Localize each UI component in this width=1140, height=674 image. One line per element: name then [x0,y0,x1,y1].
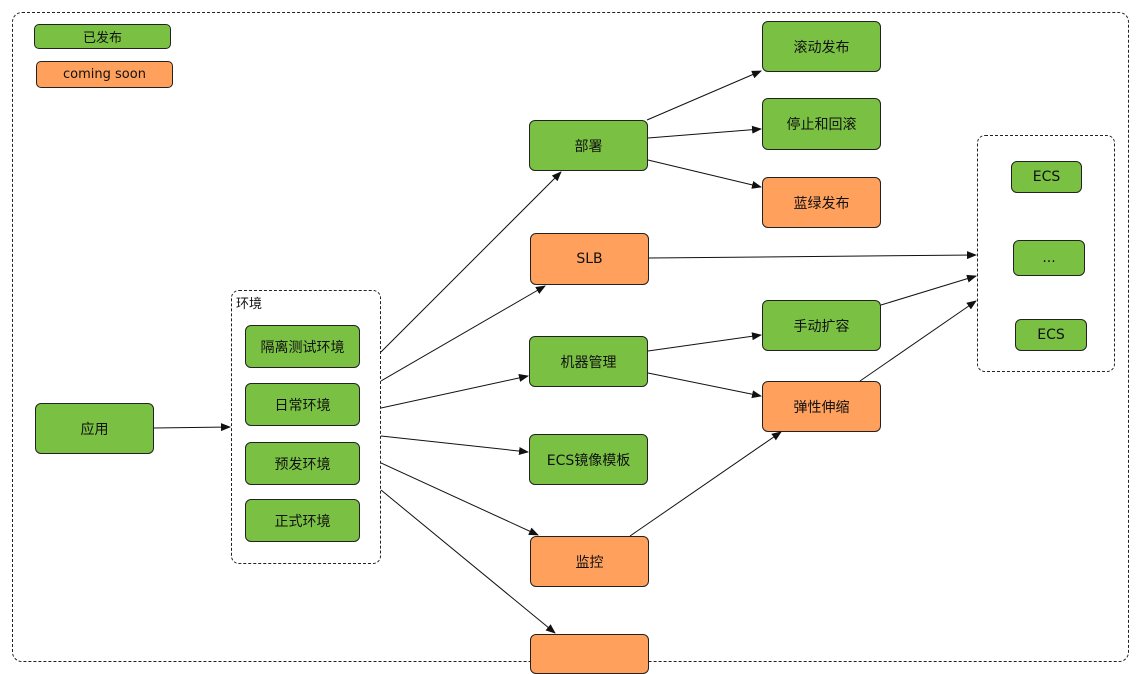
node-ecs-more: ... [1013,240,1085,276]
architecture-diagram: 已发布 coming soon 应用 环境 隔离测试环境 日常环境 预发环境 正… [12,12,1129,674]
node-ecs-1: ECS [1011,161,1082,193]
edge-app-env [153,423,231,432]
node-app: 应用 [35,403,154,454]
legend-coming-soon: coming soon [36,61,173,88]
edge-machine-manual [647,332,762,352]
node-env-prod: 正式环境 [245,499,360,542]
node-ecs-template: ECS镜像模板 [529,434,648,485]
edge-monitor-auto [629,431,782,537]
node-stop-rollback: 停止和回滚 [762,98,881,150]
node-rolling-release: 滚动发布 [762,21,881,72]
node-env-daily: 日常环境 [245,383,360,426]
node-deploy: 部署 [529,120,648,171]
legend-released: 已发布 [34,24,171,49]
node-env-staging: 预发环境 [245,442,360,485]
edge-env-deploy [380,171,562,353]
env-group-label: 环境 [236,297,263,312]
edge-env-monitor [380,462,539,536]
env-group [231,290,381,564]
node-monitor: 监控 [530,536,649,587]
node-machine-mgmt: 机器管理 [529,336,648,387]
ecs-group [977,135,1115,372]
node-env-isolation: 隔离测试环境 [245,325,360,368]
edge-deploy-rolling [646,70,762,121]
edge-deploy-bluegreen [647,159,762,189]
node-slb: SLB [530,233,649,285]
node-auto-scale: 弹性伸缩 [762,381,881,432]
edge-manual-ecs [880,274,977,306]
node-ecs-2: ECS [1015,319,1087,351]
edge-deploy-rollback [647,125,762,139]
edge-env-bottom [380,489,556,634]
connectors [153,70,977,634]
node-partial-bottom [530,634,649,674]
edge-env-ecs-template [380,435,529,456]
edge-slb-ecs [648,251,977,260]
edge-env-machine [380,374,529,409]
edge-auto-ecs [859,300,977,382]
node-blue-green: 蓝绿发布 [762,177,881,228]
edge-machine-auto [647,372,762,399]
node-manual-scale: 手动扩容 [762,300,881,351]
edge-env-slb [380,285,546,382]
